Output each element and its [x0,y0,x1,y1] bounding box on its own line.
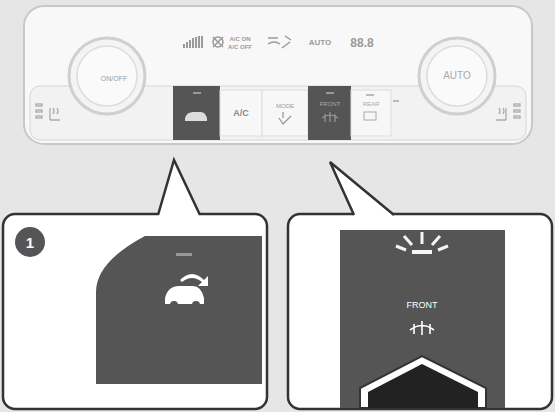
bar [183,44,185,48]
level [36,110,42,112]
bar [198,36,200,48]
fan-blades [213,37,223,47]
button-label: FRONT [320,101,341,107]
button-label: MODE [276,103,294,109]
button-label: FRONT [407,301,438,310]
front-defrost-button [308,86,351,140]
level [514,104,520,106]
display-text: AUTO [309,39,332,47]
button-label: REAR [363,101,380,107]
front-defrost-button-zoom [340,230,505,408]
callout-circle [15,227,45,257]
control-panel [24,6,532,144]
indicator-lit [412,250,432,254]
temp-knob-face [427,46,487,106]
level [36,116,42,118]
mode-icon [268,36,291,48]
seat-icon [496,108,506,120]
bar [189,40,191,48]
indicator [326,92,334,94]
display-text: A/C OFF [228,44,252,50]
display-text: A/C ON [230,36,251,42]
right-seat-heater [496,104,520,120]
knob-label: AUTO [443,71,471,81]
button-label: A/C [233,109,249,118]
display-digits: 88.8 [350,37,373,49]
recirculation-icon [185,112,207,121]
seat-icon [50,108,60,120]
bar [192,38,194,48]
leader-fill [158,160,200,216]
zoom-inset [288,214,552,409]
leader-line [158,160,200,215]
recirculation-button-zoom [96,236,262,384]
fan-knob-face [77,46,137,106]
indicator [193,92,201,94]
level [514,110,520,112]
fan-knob [69,38,145,114]
press-arrow-inner [368,364,478,408]
level [514,116,520,118]
left-seat-heater [36,104,60,120]
level [36,104,42,106]
leader-line [330,162,394,215]
bar [186,42,188,48]
defrost-icon [410,321,434,335]
rear-defrost-icon [364,112,376,120]
temp-knob [419,38,495,114]
rear-defrost-button [351,90,391,136]
mode-button [262,90,308,136]
knob-label: ON/OFF [101,75,127,82]
ac-button [220,90,262,136]
bar [201,36,203,48]
indicator [176,253,192,256]
press-arrow [360,356,486,408]
recirculation-car-icon [165,286,204,304]
indicator [366,94,374,96]
defrost-icon-small [322,112,338,122]
fan-circle [213,37,223,47]
zoom-inset [3,214,267,409]
recirculation-button [173,86,220,140]
recirculation-arrow [180,274,208,286]
fan-level-bars [183,36,203,48]
wheel [192,301,200,309]
indicator [393,100,399,102]
wheel [170,301,178,309]
mode-icon-small [279,112,291,124]
fan-icon [213,37,223,47]
bar [195,37,197,48]
indicator-rays [396,232,448,250]
leader-fill [330,162,394,216]
callout-number: 1 [26,235,34,250]
